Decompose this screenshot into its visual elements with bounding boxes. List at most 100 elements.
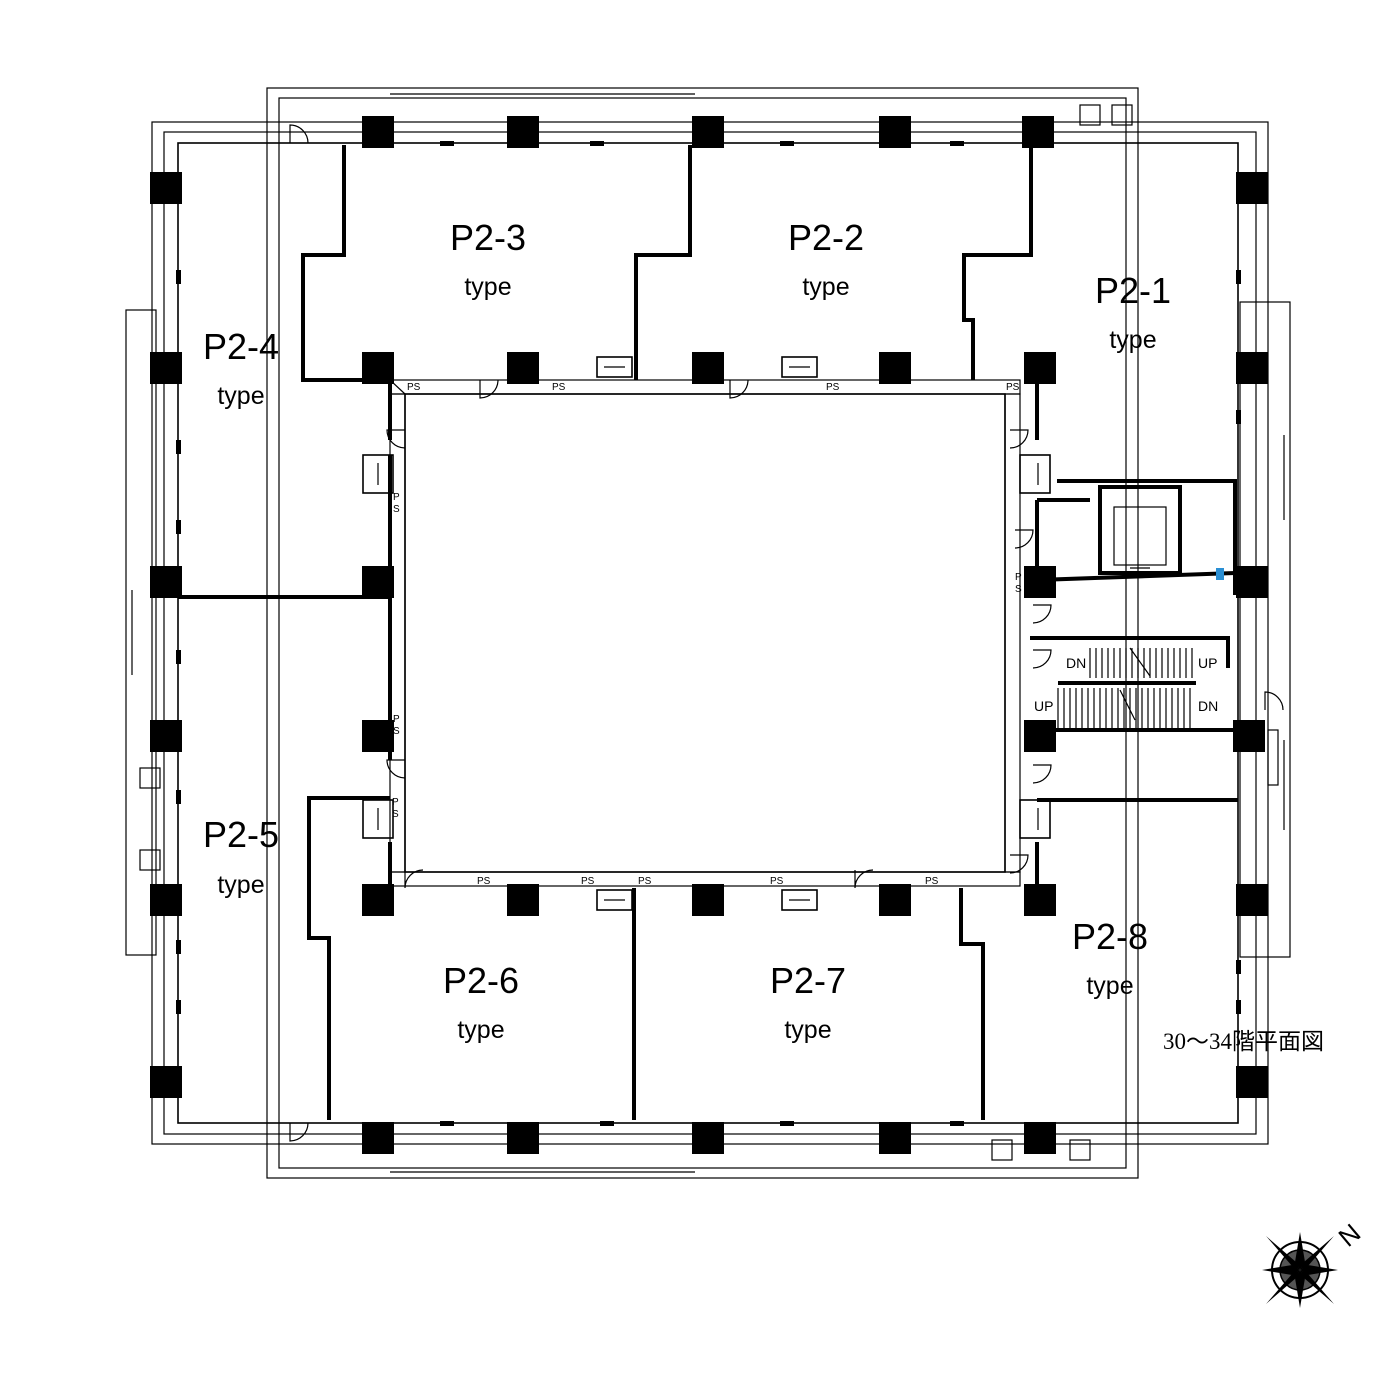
window-mullion (600, 1121, 614, 1126)
structural-column (1024, 720, 1056, 752)
structural-column (507, 884, 539, 916)
structural-column (692, 116, 724, 148)
structural-column (362, 566, 394, 598)
window-mullion (780, 141, 794, 146)
window-mullion (176, 1000, 181, 1014)
unit-label-p2-1: P2-1 (1095, 270, 1171, 311)
window-mullion (1236, 960, 1241, 974)
elevator-core (1113, 506, 1167, 569)
structural-column (692, 1122, 724, 1154)
unit-type-p2-8: type (1086, 972, 1133, 1000)
window-mullion (1236, 410, 1241, 424)
structural-column (362, 352, 394, 384)
structural-column (1236, 352, 1268, 384)
ps-label: PS (925, 876, 939, 887)
window-mullion (176, 440, 181, 454)
structural-column (1236, 884, 1268, 916)
meter-boxes (139, 104, 1279, 1161)
structural-column (362, 116, 394, 148)
structural-column (1236, 172, 1268, 204)
unit-type-p2-4: type (217, 382, 264, 410)
structural-column (150, 566, 182, 598)
stairs (1057, 647, 1193, 728)
ps-label-s: S (392, 809, 399, 820)
structural-column (150, 352, 182, 384)
ps-label: PS (581, 876, 595, 887)
unit-type-p2-7: type (784, 1016, 831, 1044)
window-mullion (176, 520, 181, 534)
compass-icon: N (1262, 1218, 1366, 1308)
structural-column (507, 1122, 539, 1154)
unit-label-p2-5: P2-5 (203, 814, 279, 855)
ps-labels: PS PS PS PS PS PS PS PS PS P S P S P S P… (392, 382, 1022, 887)
balcony-outline (125, 87, 1291, 1179)
structural-column (692, 352, 724, 384)
marker (1216, 568, 1224, 580)
unit-label-p2-6: P2-6 (443, 960, 519, 1001)
ps-label: PS (477, 876, 491, 887)
window-mullion (440, 1121, 454, 1126)
unit-label-p2-2: P2-2 (788, 217, 864, 258)
unit-walls (178, 145, 1245, 1120)
unit-type-p2-3: type (464, 273, 511, 301)
structural-column (879, 352, 911, 384)
unit-label-p2-3: P2-3 (450, 217, 526, 258)
ps-label: PS (1006, 382, 1020, 393)
structural-column (362, 1122, 394, 1154)
stair-up-label: UP (1034, 698, 1053, 714)
structural-column (150, 884, 182, 916)
structural-column (1024, 566, 1056, 598)
unit-labels: P2-1 type P2-2 type P2-3 type P2-4 type … (203, 217, 1171, 1044)
unit-type-p2-2: type (802, 273, 849, 301)
structural-column (879, 1122, 911, 1154)
inner-corridor (389, 379, 1021, 887)
ps-label: PS (638, 876, 652, 887)
structural-column (1236, 1066, 1268, 1098)
stair-up-label: UP (1198, 655, 1217, 671)
unit-label-p2-4: P2-4 (203, 326, 279, 367)
structural-column (1236, 566, 1268, 598)
ps-label-p: P (393, 714, 400, 725)
structural-column (150, 1066, 182, 1098)
window-mullion (950, 1121, 964, 1126)
structural-column (362, 720, 394, 752)
columns (150, 116, 1268, 1154)
doors (289, 124, 1284, 1142)
window-mullion (176, 940, 181, 954)
window-mullion (1236, 270, 1241, 284)
structural-column (1233, 720, 1265, 752)
window-mullion (1236, 1000, 1241, 1014)
window-mullion (176, 270, 181, 284)
floor-plan-caption: 30～34階平面図 (1163, 1029, 1324, 1054)
building-outline (177, 142, 1239, 1124)
structural-column (150, 720, 182, 752)
ps-label: PS (826, 382, 840, 393)
structural-column (362, 884, 394, 916)
window-mullion (176, 790, 181, 804)
structural-column (879, 884, 911, 916)
ps-label: PS (407, 382, 421, 393)
structural-column (507, 352, 539, 384)
stair-dn-label: DN (1198, 698, 1218, 714)
window-mullion (950, 141, 964, 146)
window-mullion (176, 650, 181, 664)
ps-label: PS (770, 876, 784, 887)
window-mullion (590, 141, 604, 146)
structural-column (1024, 884, 1056, 916)
ps-label: PS (552, 382, 566, 393)
window-mullion (440, 141, 454, 146)
ps-label-p: P (393, 492, 400, 503)
ps-label-s: S (393, 726, 400, 737)
structural-column (1024, 1122, 1056, 1154)
unit-label-p2-7: P2-7 (770, 960, 846, 1001)
ps-label-s: S (1015, 584, 1022, 595)
north-label: N (1333, 1218, 1367, 1253)
ps-label-s: S (393, 504, 400, 515)
stair-labels: DN UP UP DN (1034, 655, 1218, 714)
unit-type-p2-6: type (457, 1016, 504, 1044)
structural-column (692, 884, 724, 916)
unit-label-p2-8: P2-8 (1072, 916, 1148, 957)
ps-label-p: P (1015, 572, 1022, 583)
stair-dn-label: DN (1066, 655, 1086, 671)
